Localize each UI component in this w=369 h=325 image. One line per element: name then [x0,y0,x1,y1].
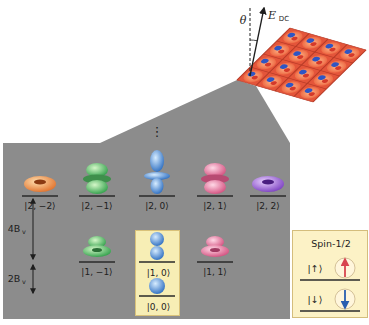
state-label: |1, 1⟩ [203,268,227,277]
ellipsis: ⋮ [151,125,164,138]
energy-gap-label: 2B [8,274,21,284]
field-label: E [268,10,276,21]
energy-gap-subscript: v [22,229,26,236]
spin-title: Spin-1/2 [311,239,350,249]
field-subscript: DC [279,16,289,23]
highlight-box: |1, 0⟩ |0, 0⟩ [135,230,180,316]
state-label: |1, 0⟩ [147,269,171,278]
energy-gap-label: 4B [8,224,21,234]
state-label: |0, 0⟩ [147,303,171,312]
state-label: |1, −1⟩ [81,268,112,277]
angle-symbol: θ [240,15,247,26]
state-label: |2, −1⟩ [81,202,112,211]
state-label: |2, 1⟩ [203,202,227,211]
state-label: |2, −2⟩ [24,202,55,211]
spin-box: Spin-1/2 |↑⟩ |↓⟩ [292,230,368,318]
spin-state: |↑⟩ [308,264,323,274]
energy-gap-subscript: v [22,279,26,286]
state-label: |2, 0⟩ [145,202,169,211]
state-label: |2, 2⟩ [256,202,280,211]
spin-state: |↓⟩ [308,295,323,305]
